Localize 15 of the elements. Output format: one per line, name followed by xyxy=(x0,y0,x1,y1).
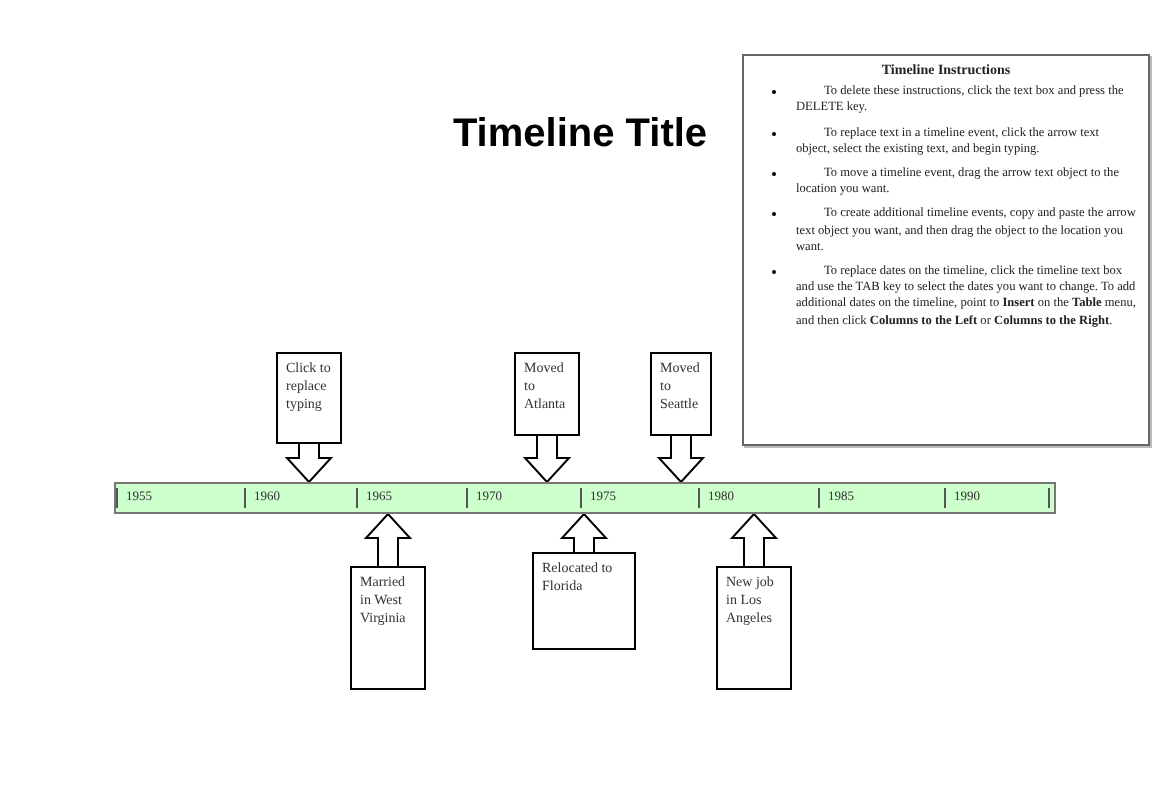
diagram-title: Timeline Title xyxy=(450,112,710,158)
block-arrow xyxy=(656,435,706,484)
event-callout-box xyxy=(716,566,792,690)
event-callout-box xyxy=(532,552,636,650)
block-arrow xyxy=(522,435,572,484)
event-callout-box xyxy=(514,352,580,436)
timeline-bar xyxy=(114,482,1056,514)
event-callout-box xyxy=(276,352,342,444)
block-arrow xyxy=(284,443,334,484)
event-callout-box xyxy=(650,352,712,436)
instructions-panel xyxy=(742,54,1150,446)
block-arrow xyxy=(729,512,779,567)
block-arrow xyxy=(559,512,609,553)
event-callout-box xyxy=(350,566,426,690)
block-arrow xyxy=(363,512,413,567)
